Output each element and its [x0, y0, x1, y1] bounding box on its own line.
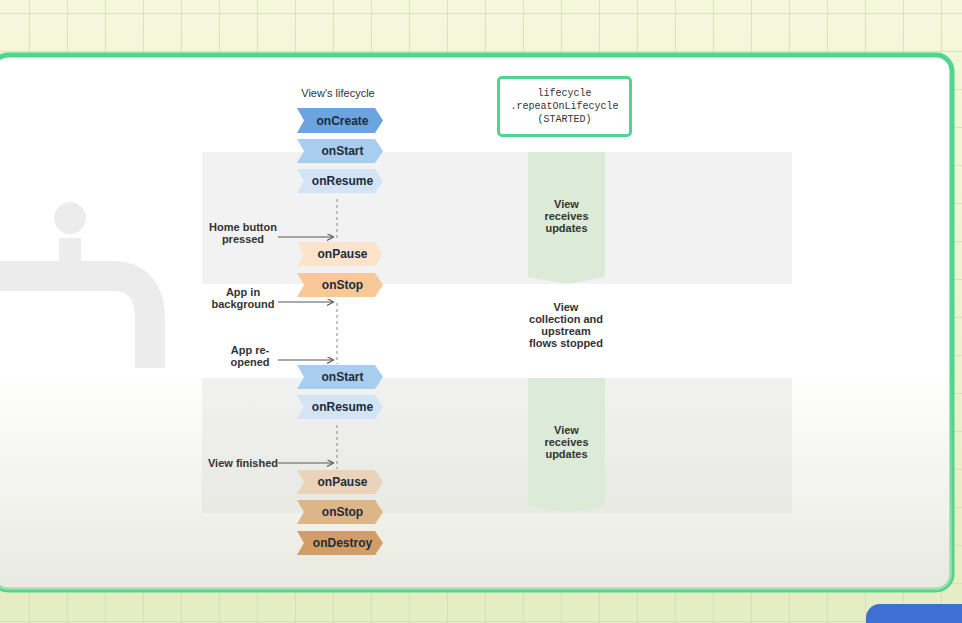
column-heading: View's lifecycle	[288, 87, 388, 99]
dashed-connector	[337, 303, 338, 364]
state-note: View collection and upstream flows stopp…	[527, 301, 605, 349]
chevron-shape	[297, 365, 383, 389]
node-text-holder: onDestroy	[297, 531, 383, 555]
lifecycle-callback: onResume	[297, 169, 383, 193]
dashed-connector	[337, 199, 338, 241]
callback-name: onPause	[317, 476, 367, 488]
chevron-shape	[297, 169, 383, 193]
lifecycle-callback: onStart	[297, 365, 383, 389]
callback-name: onResume	[312, 175, 373, 187]
bar-shape	[528, 378, 605, 513]
lifecycle-callback: onResume	[297, 395, 383, 419]
chevron-shape	[297, 242, 383, 266]
chevron-shape	[297, 108, 383, 133]
node-text-holder: onStop	[297, 273, 383, 297]
node-text-holder: onCreate	[297, 108, 383, 133]
callback-name: onStop	[322, 279, 363, 291]
chevron-shape	[297, 500, 383, 524]
active-band	[202, 152, 792, 284]
lifecycle-callback: onPause	[297, 470, 383, 494]
lifecycle-callback: onStart	[297, 139, 383, 163]
event-label: App re-opened	[220, 344, 280, 368]
lifecycle-callback: onDestroy	[297, 531, 383, 555]
leader-arrow	[278, 360, 333, 361]
watermark-dot	[54, 202, 86, 234]
chevron-shape	[297, 273, 383, 297]
chevron-shape	[297, 139, 383, 163]
code-box: lifecycle .repeatOnLifecycle (STARTED)	[497, 76, 632, 137]
chevron-shape	[297, 470, 383, 494]
dashed-connector	[337, 425, 338, 469]
node-text-holder: onResume	[297, 395, 383, 419]
leader-arrow	[278, 302, 333, 303]
bar-text: View receives updates	[538, 424, 596, 460]
callback-name: onStart	[322, 371, 364, 383]
node-text-holder: lifecycle .repeatOnLifecycle (STARTED)	[500, 79, 629, 134]
watermark-stem	[59, 238, 81, 262]
code-text: lifecycle .repeatOnLifecycle (STARTED)	[508, 87, 622, 126]
leader-arrow	[278, 463, 333, 464]
chevron-shape	[297, 395, 383, 419]
callback-name: onCreate	[316, 115, 368, 127]
bar-shape	[528, 152, 605, 284]
callback-name: onStart	[322, 145, 364, 157]
bottom-fade	[0, 370, 952, 590]
lifecycle-callback: onCreate	[297, 108, 383, 133]
lifecycle-callback: onPause	[297, 242, 383, 266]
event-label: App in background	[207, 286, 279, 310]
node-text-holder: onStart	[297, 139, 383, 163]
corner-button	[866, 604, 962, 623]
lifecycle-callback: onStop	[297, 500, 383, 524]
update-bar: View receives updates	[528, 152, 605, 284]
event-label: Home button pressed	[207, 221, 279, 245]
card-content	[0, 152, 952, 590]
node-text-holder: onResume	[297, 169, 383, 193]
callback-name: onStop	[322, 506, 363, 518]
node-text-holder: onStart	[297, 365, 383, 389]
lifecycle-callback: onStop	[297, 273, 383, 297]
callback-name: onResume	[312, 401, 373, 413]
node-text-holder: View receives updates	[528, 152, 605, 284]
callback-name: onDestroy	[313, 537, 372, 549]
watermark-pipe	[0, 276, 150, 368]
node-text-holder: View receives updates	[528, 378, 605, 513]
node-text-holder: onPause	[297, 242, 383, 266]
event-label: View finished	[198, 457, 288, 469]
leader-arrow	[278, 237, 333, 238]
node-text-holder: onPause	[297, 470, 383, 494]
bar-text: View receives updates	[538, 198, 596, 234]
update-bar: View receives updates	[528, 378, 605, 513]
callback-name: onPause	[317, 248, 367, 260]
node-text-holder: onStop	[297, 500, 383, 524]
chevron-shape	[297, 531, 383, 555]
